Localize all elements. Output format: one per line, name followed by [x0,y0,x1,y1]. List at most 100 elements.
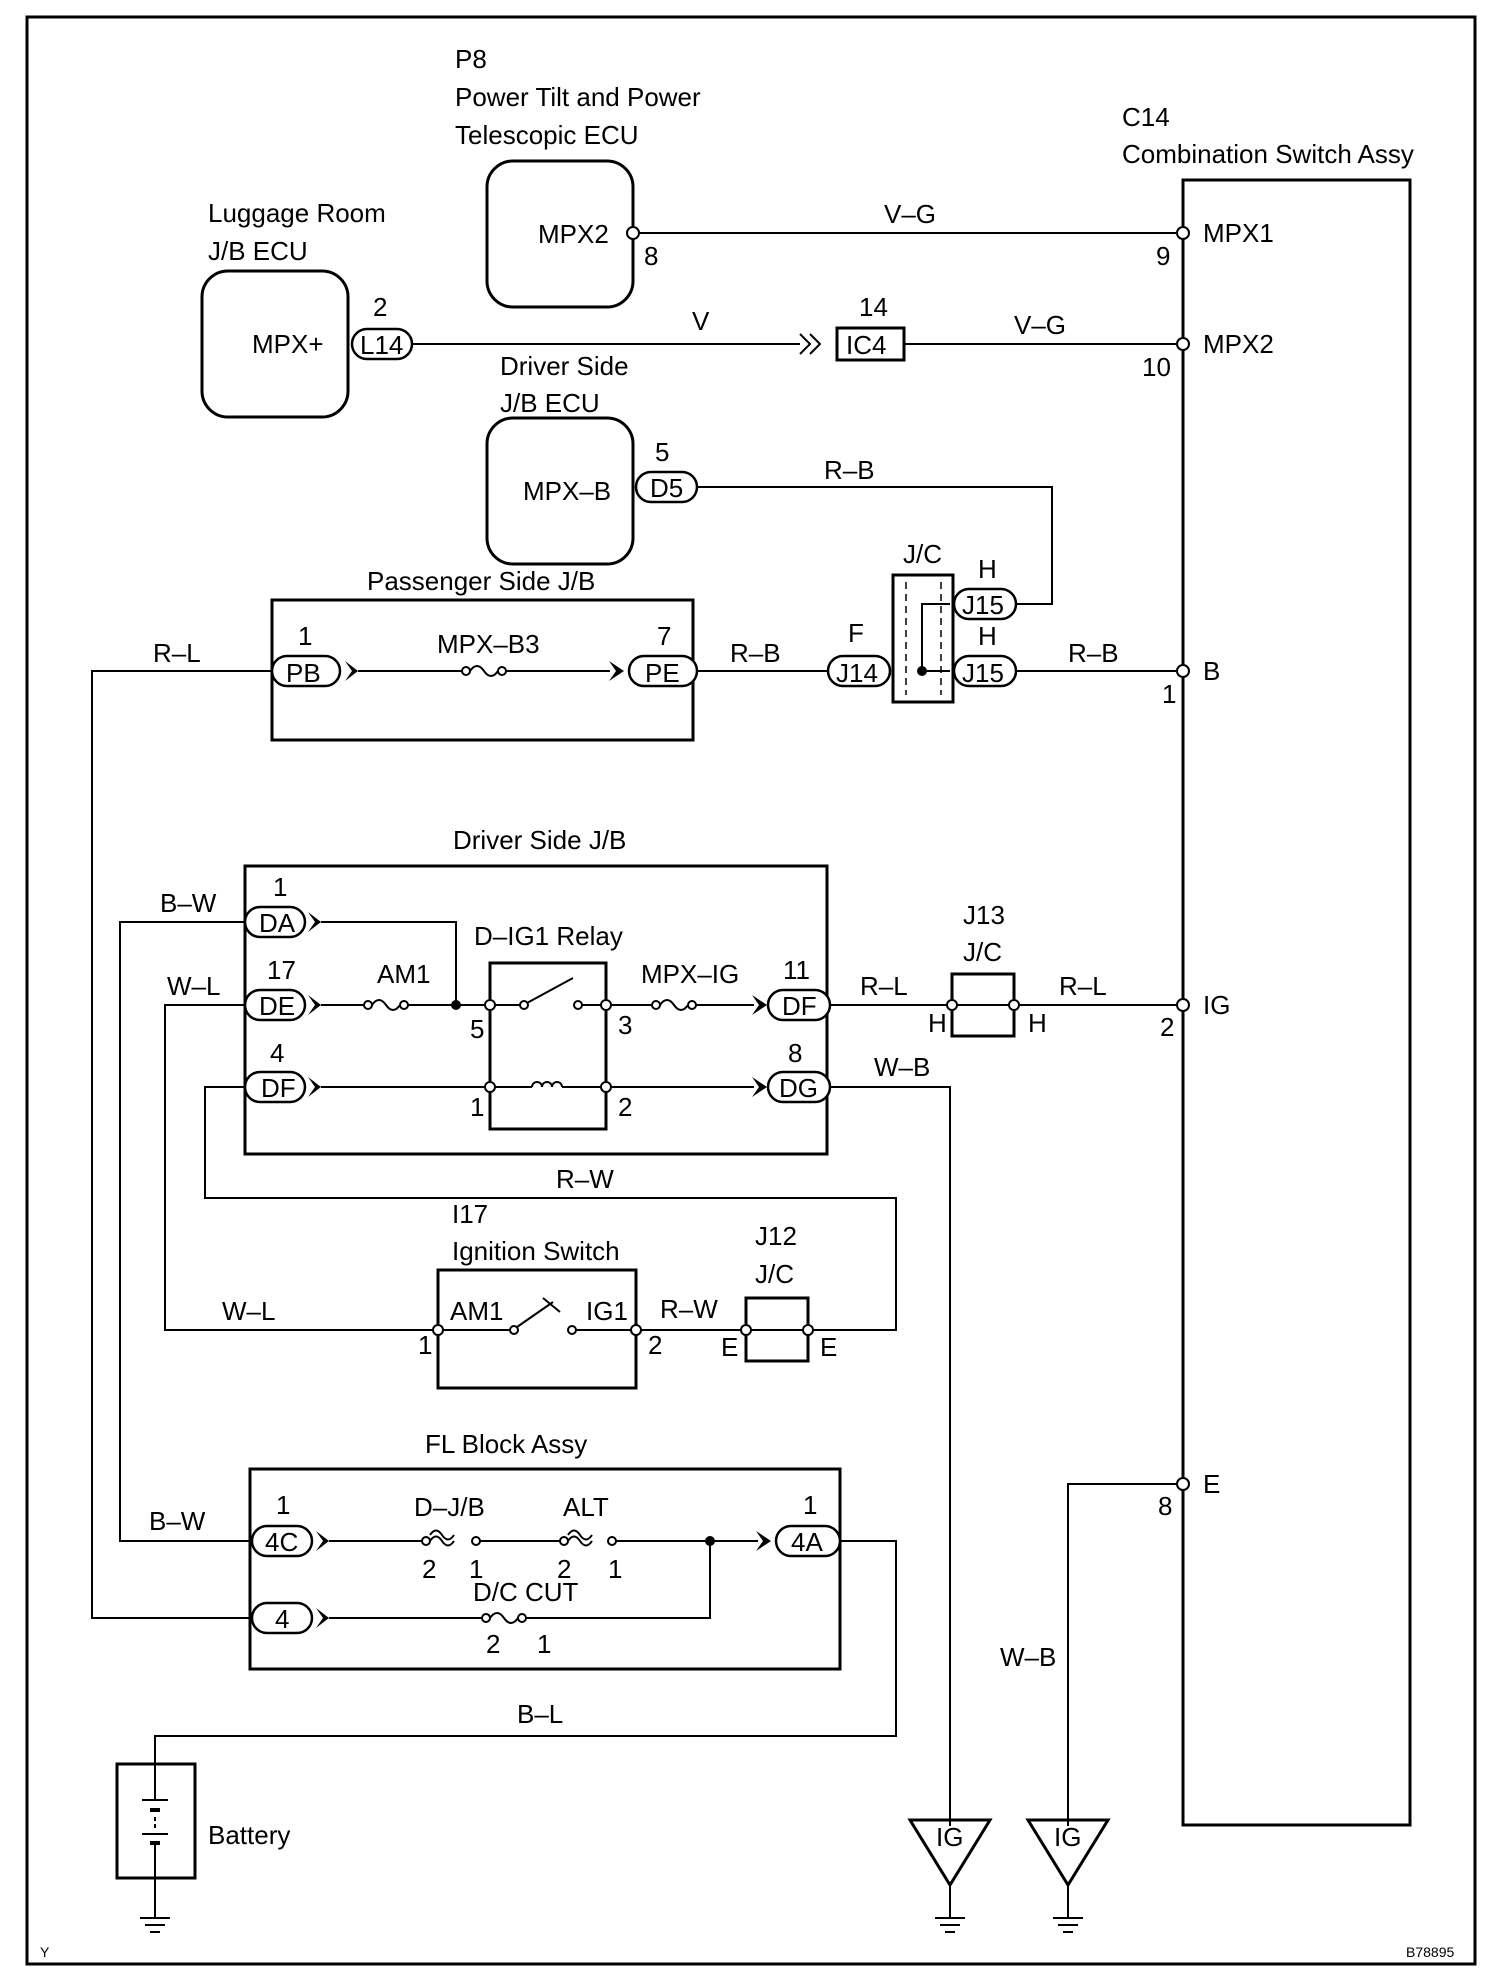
driver-ecu-pin: 5 [655,437,669,467]
jc-h1: H [978,554,997,584]
connector-pe: PE [645,658,680,688]
df-right-pin: 11 [783,955,810,985]
wire-bw-da: B–W [160,888,217,918]
fuse-dc-cut: D/C CUT [473,1577,579,1607]
corner-right-mark: B78895 [1406,1944,1454,1960]
ignition-ig1: IG1 [586,1296,628,1326]
connector-df-left: DF [261,1073,296,1103]
da-pin: 1 [273,872,287,902]
c14-e-label: E [1203,1469,1220,1499]
wire-wb-dg: W–B [874,1052,930,1082]
wire-rl-ig: R–L [1059,971,1107,1001]
wires [91,232,1176,1826]
dc-pin-b: 1 [537,1629,551,1659]
driver-ecu-line2: J/B ECU [500,388,600,418]
connector-ic4: IC4 14 V–G [799,292,1066,362]
driver-jb-name: Driver Side J/B [453,825,626,855]
fuse-djb: D–J/B [414,1492,485,1522]
ignition-switch: R–W I17 Ignition Switch AM1 IG1 1 2 W–L … [222,1164,718,1390]
c14-mpx2-pin: 10 [1142,352,1171,382]
wire-wl-de: W–L [167,971,220,1001]
df-left-pin: 4 [270,1038,284,1068]
de-pin: 17 [267,955,296,985]
wire-rb-pe: R–B [730,638,781,668]
wire-wl-ign: W–L [222,1296,275,1326]
passenger-pe-pin: 7 [657,621,671,651]
connector-dg: DG [779,1073,818,1103]
wire-vg-top: V–G [884,199,936,229]
ic4-pin: 14 [859,292,888,322]
connector-da: DA [259,908,296,938]
luggage-room-jb-ecu: Luggage Room J/B ECU MPX+ 2 L14 V [200,198,710,419]
fl-4c-pin: 1 [276,1490,290,1520]
relay-pin5: 5 [470,1014,484,1044]
jc-junction-top: J/C H J15 F J14 H J15 R–B [826,539,1119,704]
wire-bw-4c: B–W [149,1506,206,1536]
relay-pin1: 1 [470,1092,484,1122]
jc-h2: H [978,621,997,651]
connector-d5: D5 [650,473,683,503]
corner-left-mark: Y [40,1944,50,1960]
c14-mpx1-pin: 9 [1156,241,1170,271]
connector-4a: 4A [791,1527,823,1557]
wire-wb-e: W–B [1000,1642,1056,1672]
connector-pb: PB [286,658,321,688]
battery-label: Battery [208,1820,290,1850]
luggage-line2: J/B ECU [208,236,308,266]
c14-mpx1-label: MPX1 [1203,218,1274,248]
c14-b-label: B [1203,656,1220,686]
jc-top-name: J/C [903,539,942,569]
driver-side-jb: Driver Side J/B 1 DA 17 DE AM1 4 DF D–IG… [160,825,930,1156]
c14-e-pin: 8 [1158,1491,1172,1521]
c14-mpx2-label: MPX2 [1203,329,1274,359]
passenger-side-jb: Passenger Side J/B 1 PB MPX–B3 7 PE R–L … [153,566,781,742]
driver-ecu-line1: Driver Side [500,351,629,381]
luggage-line1: Luggage Room [208,198,386,228]
j13-h1: H [928,1008,947,1038]
j12-name: J/C [755,1259,794,1289]
wire-bl: B–L [517,1699,563,1729]
fuse-mpx-ig: MPX–IG [641,959,739,989]
ignition-am1: AM1 [450,1296,503,1326]
c14-code: C14 [1122,102,1170,132]
j12-e1: E [721,1332,738,1362]
djb-pin-b: 1 [469,1554,483,1584]
connector-de: DE [259,991,295,1021]
ground-ig-1: IG [907,1818,993,1933]
wire-rl-pb: R–L [153,638,201,668]
luggage-terminal: MPX+ [252,329,324,359]
fl-block-name: FL Block Assy [425,1429,587,1459]
dg-pin: 8 [788,1038,802,1068]
alt-pin-a: 2 [557,1554,571,1584]
ground-2-label: IG [1054,1822,1081,1852]
relay-pin2: 2 [618,1092,632,1122]
passenger-jb-name: Passenger Side J/B [367,566,595,596]
c14-name: Combination Switch Assy [1122,139,1414,169]
connector-j15-bottom: J15 [962,658,1004,688]
p8-line2: Telescopic ECU [455,120,639,150]
diagram-frame [25,15,1477,1966]
p8-tilt-telescopic-ecu: P8 Power Tilt and Power Telescopic ECU M… [455,44,936,309]
fuse-mpx-b3: MPX–B3 [437,629,540,659]
p8-pin: 8 [644,241,658,271]
p8-terminal: MPX2 [538,219,609,249]
battery: Battery [115,1762,290,1933]
driver-ecu-terminal: MPX–B [523,476,611,506]
alt-pin-b: 1 [608,1554,622,1584]
j12-junction: J12 J/C E E [721,1221,837,1363]
connector-4: 4 [275,1604,289,1634]
fuse-alt: ALT [563,1492,609,1522]
j13-junction: J13 J/C H H R–L [928,900,1107,1038]
combination-switch-assy: C14 Combination Switch Assy MPX1 9 MPX2 … [1122,102,1414,1827]
ground-1-label: IG [936,1822,963,1852]
fuse-am1: AM1 [377,959,430,989]
connector-j15-top: J15 [962,590,1004,620]
ignition-pin2: 2 [648,1330,662,1360]
wire-v: V [692,306,710,336]
j13-h2: H [1028,1008,1047,1038]
ignition-code: I17 [452,1199,488,1229]
wire-rl-df: R–L [860,971,908,1001]
connector-4c: 4C [265,1527,298,1557]
j12-e2: E [820,1332,837,1362]
luggage-pin: 2 [373,292,387,322]
